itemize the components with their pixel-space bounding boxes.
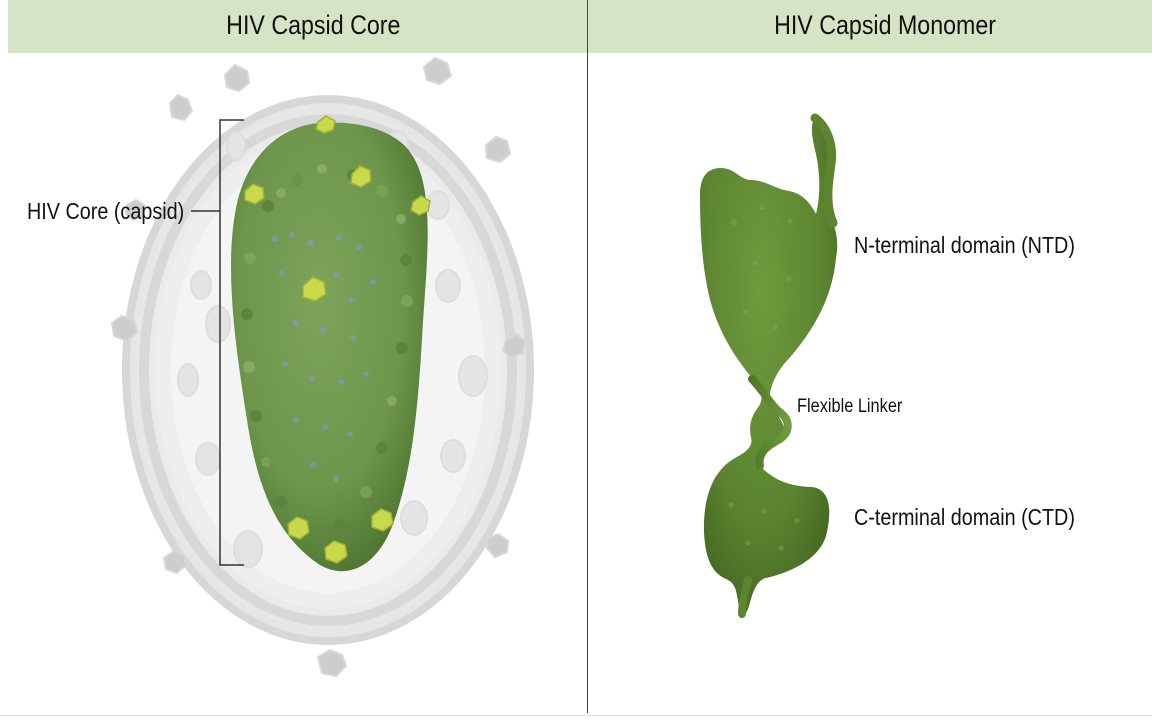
ntd-label: N-terminal domain (NTD) bbox=[854, 230, 1075, 260]
bottom-border bbox=[0, 715, 1152, 716]
panel-divider bbox=[587, 0, 588, 713]
capsid-monomer bbox=[700, 118, 837, 614]
ctd-label: C-terminal domain (CTD) bbox=[854, 502, 1075, 532]
linker-label: Flexible Linker bbox=[797, 395, 902, 419]
core-label: HIV Core (capsid) bbox=[27, 196, 184, 226]
